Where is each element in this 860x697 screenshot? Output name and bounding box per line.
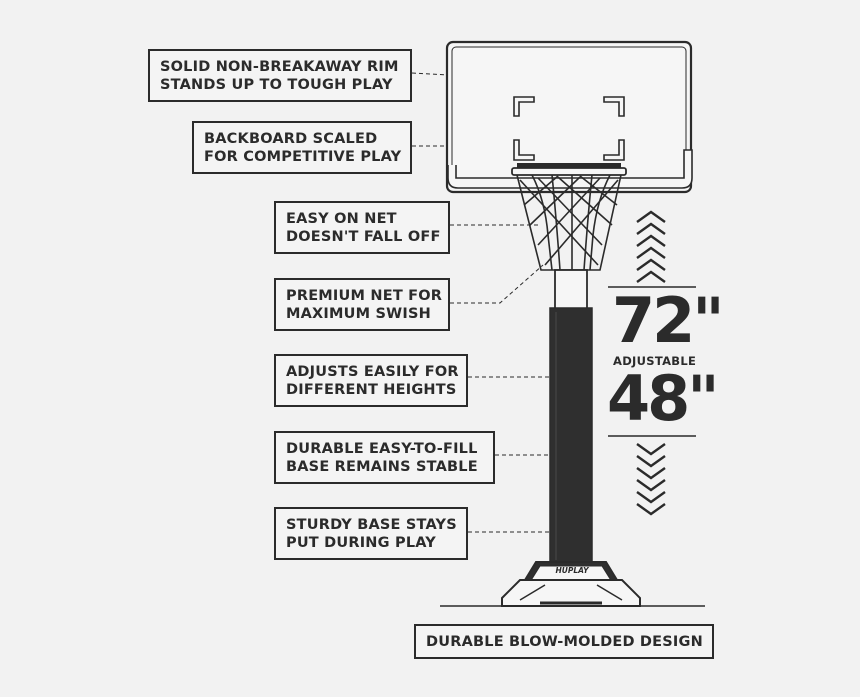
callout-net-easy-line-2: DOESN'T FALL OFF — [286, 229, 441, 245]
callout-base-sturdy-line-1: STURDY BASE STAYS — [286, 517, 457, 533]
callout-rim: SOLID NON-BREAKAWAY RIM STANDS UP TO TOU… — [148, 49, 412, 102]
base — [440, 561, 705, 607]
callout-net-premium-line-1: PREMIUM NET FOR — [286, 288, 443, 304]
callout-backboard-line-1: BACKBOARD SCALED — [204, 131, 378, 147]
min-height-value: 48" — [607, 362, 720, 435]
callout-net-premium-line-2: MAXIMUM SWISH — [286, 306, 431, 322]
adjustable-label: ADJUSTABLE — [613, 354, 697, 368]
callout-adjust-line-1: ADJUSTS EASILY FOR — [286, 364, 459, 380]
callout-base-fill-line-2: BASE REMAINS STABLE — [286, 459, 478, 475]
callout-base-fill: DURABLE EASY-TO-FILL BASE REMAINS STABLE — [274, 431, 495, 484]
up-arrows — [636, 210, 666, 283]
backboard — [445, 40, 693, 194]
callout-adjust-line-2: DIFFERENT HEIGHTS — [286, 382, 457, 398]
callout-rim-line-1: SOLID NON-BREAKAWAY RIM — [160, 59, 399, 75]
callout-backboard: BACKBOARD SCALED FOR COMPETITIVE PLAY — [192, 121, 412, 174]
callout-net-easy-line-1: EASY ON NET — [286, 211, 397, 227]
callout-blow-molded-label: DURABLE BLOW-MOLDED DESIGN — [426, 634, 703, 650]
callout-base-sturdy: STURDY BASE STAYS PUT DURING PLAY — [274, 507, 468, 560]
down-arrows — [636, 443, 666, 516]
callout-net-premium: PREMIUM NET FOR MAXIMUM SWISH — [274, 278, 450, 331]
callout-base-sturdy-line-2: PUT DURING PLAY — [286, 535, 436, 551]
callout-adjust: ADJUSTS EASILY FOR DIFFERENT HEIGHTS — [274, 354, 468, 407]
callout-blow-molded: DURABLE BLOW-MOLDED DESIGN — [414, 624, 714, 659]
max-height-value: 72" — [612, 284, 725, 357]
rim — [511, 163, 627, 176]
brand-logo: HUPLAY — [555, 566, 589, 575]
upper-pole — [554, 269, 588, 311]
callout-net-easy: EASY ON NET DOESN'T FALL OFF — [274, 201, 450, 254]
callout-base-fill-line-1: DURABLE EASY-TO-FILL — [286, 441, 478, 457]
lower-pole — [549, 307, 593, 564]
leader-net-premium — [450, 264, 544, 304]
callout-rim-line-2: STANDS UP TO TOUGH PLAY — [160, 77, 393, 93]
callout-backboard-line-2: FOR COMPETITIVE PLAY — [204, 149, 402, 165]
net — [516, 174, 622, 271]
